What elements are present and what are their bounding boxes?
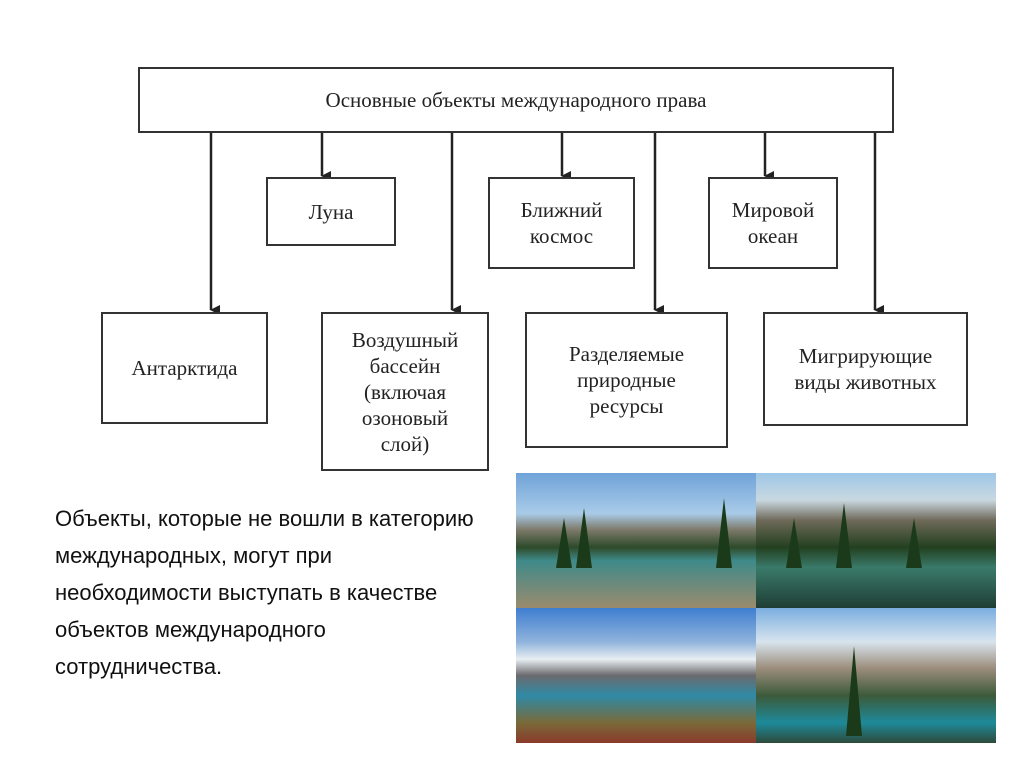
box-near-space: Ближний космос <box>488 177 635 269</box>
box-air-basin: Воздушный бассейн (включая озоновый слой… <box>321 312 489 471</box>
tree-shape <box>576 507 592 568</box>
tree-shape <box>836 502 852 568</box>
tree-shape <box>786 517 802 568</box>
root-box: Основные объекты международного права <box>138 67 894 133</box>
landscape-photo-collage <box>516 473 996 743</box>
description-text: Объекты, которые не вошли в категорию ме… <box>55 506 474 679</box>
photo-lake-2 <box>756 473 996 608</box>
tree-shape <box>716 497 732 568</box>
tree-shape <box>906 517 922 568</box>
photo-lake-1 <box>516 473 756 608</box>
box-migratory-species: Мигрирующие виды животных <box>763 312 968 426</box>
tree-shape <box>846 646 862 737</box>
tree-shape <box>556 517 572 568</box>
box-moon: Луна <box>266 177 396 246</box>
photo-lake-4 <box>756 608 996 743</box>
photo-lake-3 <box>516 608 756 743</box>
box-world-ocean: Мировой океан <box>708 177 838 269</box>
box-antarctica: Антарктида <box>101 312 268 424</box>
box-shared-resources: Разделяемые природные ресурсы <box>525 312 728 448</box>
